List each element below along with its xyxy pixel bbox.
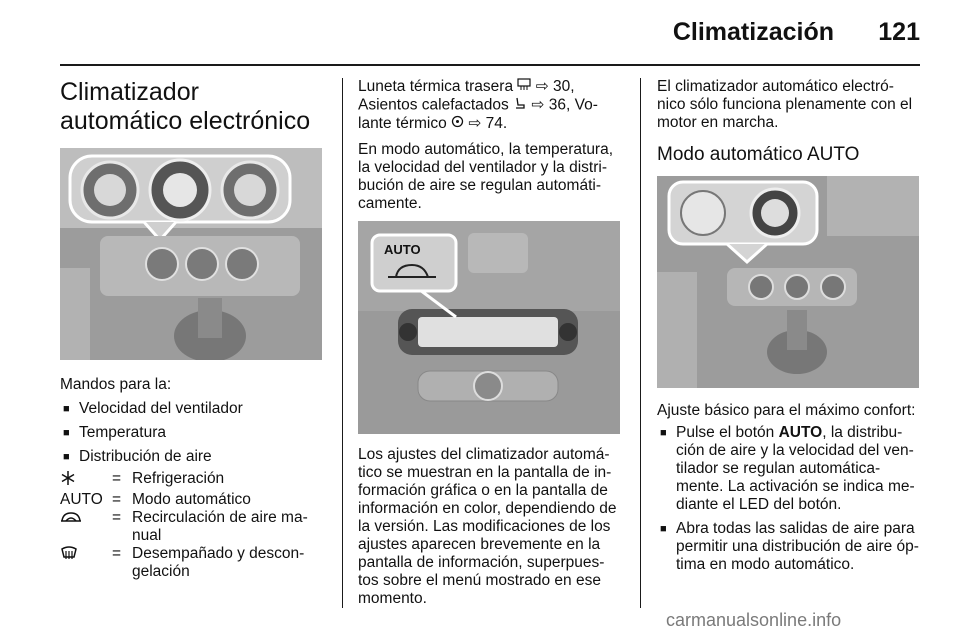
list-item: Pulse el botón AUTO, la distribu-ción de… xyxy=(657,424,922,514)
dashboard-controls-image xyxy=(60,148,322,360)
list-item: Distribución de aire xyxy=(60,448,328,466)
climate-controls-figure xyxy=(60,148,322,360)
controls-intro: Mandos para la: xyxy=(60,376,172,393)
heated-seat-icon xyxy=(513,96,527,115)
reference-arrow-icon: ⇨ xyxy=(531,96,545,114)
text-run: lante térmico xyxy=(358,115,447,133)
auto-display-figure: AUTO xyxy=(358,221,620,435)
controls-list: Velocidad del ventilador Temperatura Dis… xyxy=(60,400,328,466)
references-paragraph: Luneta térmica trasera ⇨ 30, Asientos ca… xyxy=(358,78,623,133)
paragraph: Ajuste básico para el máximo confort: xyxy=(657,402,916,419)
column-3: El climatizador automático electró-nico … xyxy=(657,78,922,574)
rear-window-heat-icon xyxy=(517,78,531,96)
defrost-icon xyxy=(60,545,112,581)
definition-row: AUTO = Modo automático xyxy=(60,491,328,509)
definition-symbol: AUTO xyxy=(60,491,103,508)
watermark-text: carmanualsonline.info xyxy=(666,610,842,630)
paragraph: El climatizador automático electró-nico … xyxy=(657,78,913,131)
auto-display-image xyxy=(358,221,620,435)
definition-row: = Recirculación de aire ma-nual xyxy=(60,509,328,545)
definition-text: Modo automático xyxy=(132,491,251,508)
auto-label: AUTO xyxy=(384,242,421,258)
header-rule xyxy=(60,64,920,66)
text-run: 74. xyxy=(485,115,508,133)
text-run: Luneta térmica trasera xyxy=(358,78,514,96)
list-item: Temperatura xyxy=(60,424,328,442)
recirculation-icon xyxy=(60,509,112,545)
definition-text: Refrigeración xyxy=(132,470,225,487)
text-run: Asientos calefactados xyxy=(358,96,509,114)
heated-wheel-icon xyxy=(451,115,464,133)
auto-button-image xyxy=(657,176,919,388)
column-divider xyxy=(342,78,343,608)
text-run: Pulse el botón xyxy=(676,424,775,441)
reference-arrow-icon: ⇨ xyxy=(535,78,549,96)
definition-text: Recirculación de aire ma-nual xyxy=(132,509,308,544)
reference-arrow-icon: ⇨ xyxy=(468,115,482,133)
paragraph: En modo automático, la temperatura, la v… xyxy=(358,141,614,213)
list-item: Velocidad del ventilador xyxy=(60,400,328,418)
subsection-heading: Modo automático AUTO xyxy=(657,144,860,165)
auto-button-label: AUTO xyxy=(778,424,823,441)
definitions-list: = Refrigeración AUTO = Modo automático =… xyxy=(60,470,328,581)
paragraph: Los ajustes del climatizador automá-tico… xyxy=(358,446,617,608)
auto-button-figure xyxy=(657,176,919,388)
column-1: Climatizador automático electrónico Mand… xyxy=(60,78,328,581)
definition-text: Desempañado y descon-gelación xyxy=(132,545,305,580)
definition-row: = Refrigeración xyxy=(60,470,328,491)
definition-row: = Desempañado y descon-gelación xyxy=(60,545,328,581)
text-run: 36, Vo- xyxy=(548,96,598,114)
section-heading: Climatizador automático electrónico xyxy=(60,78,311,135)
column-divider xyxy=(640,78,641,608)
page-section-title: Climatización xyxy=(672,18,834,46)
page-number: 121 xyxy=(878,18,920,46)
text-run: , la distribu-ción de aire y la velocida… xyxy=(676,424,915,513)
list-item: Abra todas las salidas de aire para perm… xyxy=(657,520,922,574)
snowflake-icon xyxy=(60,470,112,491)
text-run: 30, xyxy=(553,78,575,96)
column-2: Luneta térmica trasera ⇨ 30, Asientos ca… xyxy=(358,78,623,608)
instructions-list: Pulse el botón AUTO, la distribu-ción de… xyxy=(657,424,922,574)
